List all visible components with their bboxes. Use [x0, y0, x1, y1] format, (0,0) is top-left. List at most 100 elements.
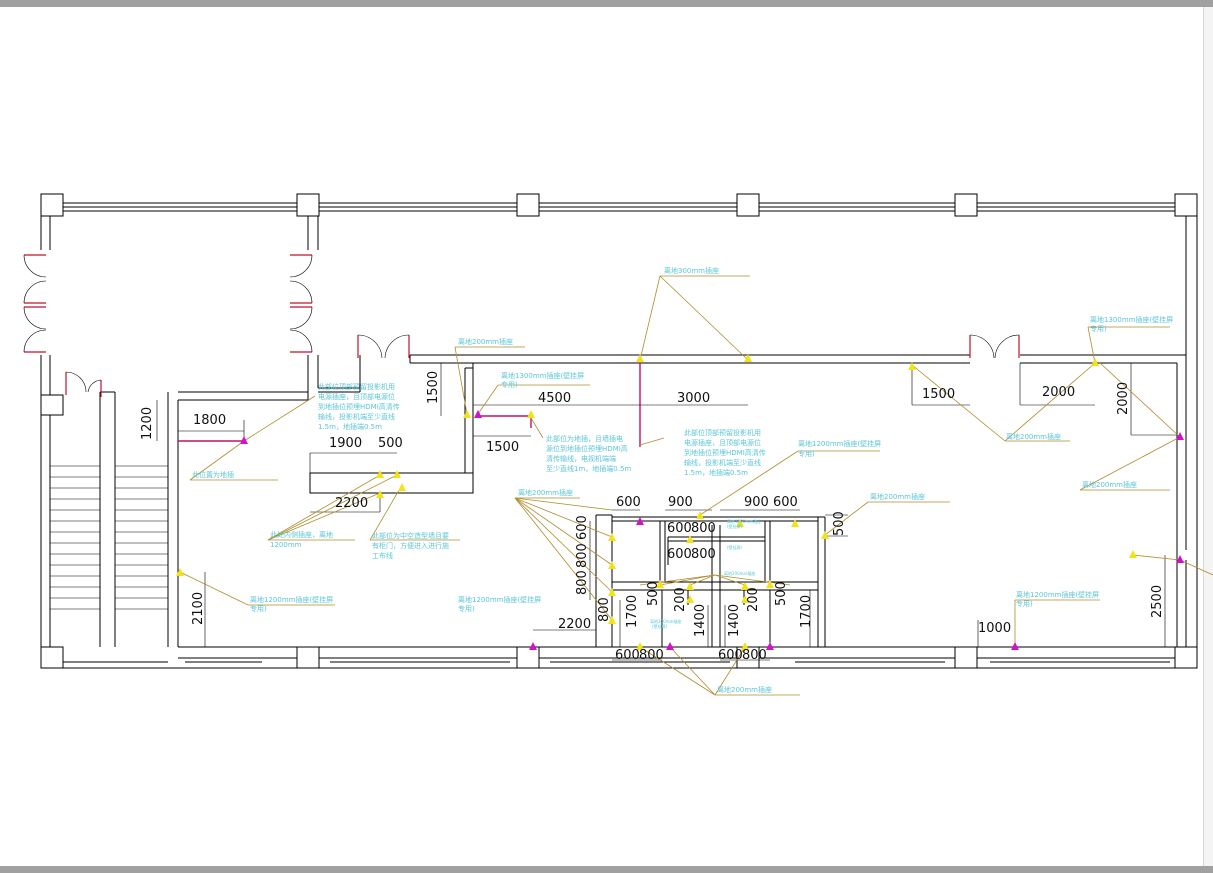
- outlet-icon: [240, 436, 248, 444]
- annotation-text: 离地1300mm插座: [727, 518, 761, 524]
- dimension-label: 800: [575, 570, 590, 595]
- outlet-icon: [608, 616, 616, 624]
- dimension-label: 2100: [191, 592, 206, 625]
- annotation-text: 1200mm: [270, 541, 302, 549]
- annotation-text: 电源插座，且顶部电源位: [684, 438, 761, 447]
- annotation-text: 专用): [1016, 599, 1033, 608]
- dimension-labels: 1200 1800 1500 4500 1500 3000 1500 2000 …: [140, 371, 1165, 663]
- outlet-icon: [741, 595, 749, 603]
- outlet-icon: [908, 362, 916, 370]
- dimension-label: 2200: [558, 617, 591, 632]
- annotation-text: 离地1200mm插座(壁挂屏: [1016, 590, 1099, 599]
- dimension-label: 600: [615, 648, 640, 663]
- outlet-icon: [741, 642, 749, 650]
- dimension-label: 200: [673, 587, 688, 612]
- dimension-label: 800: [575, 543, 590, 568]
- annotation-text: 输线，投影机端至少直线: [684, 458, 761, 467]
- outlet-markers: [176, 354, 1184, 650]
- annotation-text: 专用): [1090, 324, 1107, 333]
- dimension-label: 2000: [1116, 382, 1131, 415]
- dimension-label: 1500: [426, 371, 441, 404]
- annotation-text: 到地插位预埋HDMI高清传: [318, 402, 400, 411]
- annotation-text: 离地200mm插座: [458, 337, 513, 346]
- annotation-text: 1.5m，地插端0.5m: [684, 468, 748, 477]
- annotation-text: 清传输线，电视机端端: [546, 454, 616, 463]
- dimension-label: 900: [668, 495, 693, 510]
- annotation-text: 离地1300mm插座(壁挂屏: [501, 371, 584, 380]
- annotation-text: (壁挂屏): [727, 544, 743, 550]
- dimension-label: 600: [773, 495, 798, 510]
- annotation-text: 此部位顶部预留投影机用: [318, 382, 395, 391]
- annotation-text: 离地200mm插座: [1006, 432, 1061, 441]
- outlet-icon: [529, 642, 537, 650]
- dimension-lines: [156, 363, 1177, 661]
- annotation-text: 离地200mm插座: [650, 618, 681, 624]
- dimension-label: 600: [667, 547, 692, 562]
- outlet-icon: [608, 561, 616, 569]
- dimension-label: 500: [774, 581, 789, 606]
- outlet-icon: [1176, 555, 1184, 563]
- dimension-label: 800: [691, 521, 716, 536]
- outlet-icon: [636, 642, 644, 650]
- annotation-text: 离地1200mm插座(壁挂屏: [798, 439, 881, 448]
- annotation-text: 专用): [250, 604, 267, 613]
- dimension-label: 500: [832, 511, 847, 536]
- outlet-icon: [608, 533, 616, 541]
- outlet-icon: [463, 410, 471, 418]
- exterior-walls: [40, 193, 1198, 669]
- annotation-text: 离地1300mm插座(壁挂屏: [1090, 315, 1173, 324]
- outlet-icon: [176, 568, 184, 576]
- annotation-text: (壁挂屏): [727, 523, 743, 529]
- dimension-label: 500: [646, 581, 661, 606]
- vertical-scrollbar[interactable]: [1203, 7, 1213, 866]
- outlet-icon: [636, 354, 644, 362]
- annotation-text: 离地200mm插座: [1082, 480, 1137, 489]
- annotation-text: 工布线: [372, 551, 393, 560]
- outlet-icon: [636, 517, 644, 525]
- stair-treads: [50, 465, 168, 610]
- dimension-label: 800: [597, 597, 612, 622]
- dimension-label: 1500: [922, 387, 955, 402]
- annotation-text: 专用): [501, 380, 518, 389]
- outlet-icon: [1011, 642, 1019, 650]
- interior-walls: [99, 216, 1186, 647]
- dimension-label: 900: [744, 495, 769, 510]
- annotation-text: 此部位为中空造型墙且要: [372, 531, 449, 540]
- outlet-icon: [527, 410, 535, 418]
- outlet-icon: [736, 519, 744, 527]
- annotation-text: 离地200mm插座: [717, 685, 772, 694]
- outlet-icon: [1091, 358, 1099, 366]
- outlet-icon: [376, 470, 384, 478]
- annotation-text: 专用): [798, 449, 815, 458]
- outlet-icon: [696, 511, 704, 519]
- dimension-label: 800: [742, 648, 767, 663]
- outlet-icon: [766, 642, 774, 650]
- outlet-icon: [744, 354, 752, 362]
- outlet-icon: [791, 519, 799, 527]
- dimension-label: 600: [718, 648, 743, 663]
- annotation-text: 此部位为地插，且墙插电: [546, 434, 623, 443]
- annotation-text: 此处内侧插座，离地: [270, 530, 333, 539]
- annotation-text: 电源插座，且顶部电源位: [318, 392, 395, 401]
- outlet-icon: [686, 582, 694, 590]
- dimension-label: 800: [691, 547, 716, 562]
- dimension-label: 1400: [693, 604, 708, 637]
- dimension-label: 600: [575, 515, 590, 540]
- annotation-text: 离地200mm插座: [870, 492, 925, 501]
- outlet-icon: [393, 470, 401, 478]
- dimension-label: 600: [667, 521, 692, 536]
- dimension-label: 1800: [193, 413, 226, 428]
- dimension-label: 800: [639, 648, 664, 663]
- outlet-icon: [741, 582, 749, 590]
- annotation-text: 此部位顶部预留投影机用: [684, 428, 761, 437]
- dimension-label: 1400: [727, 604, 742, 637]
- window-bottom-border: [0, 866, 1213, 873]
- annotation-text: 至少直线1m，地插端0.5m: [546, 464, 631, 473]
- outlet-icon: [766, 580, 774, 588]
- dimension-label: 1000: [978, 621, 1011, 636]
- outlet-icon: [1129, 550, 1137, 558]
- annotation-text: 离地200mm插座: [724, 570, 755, 576]
- annotation-text: 专用): [458, 604, 475, 613]
- annotation-text: 1.5m，地插端0.5m: [318, 422, 382, 431]
